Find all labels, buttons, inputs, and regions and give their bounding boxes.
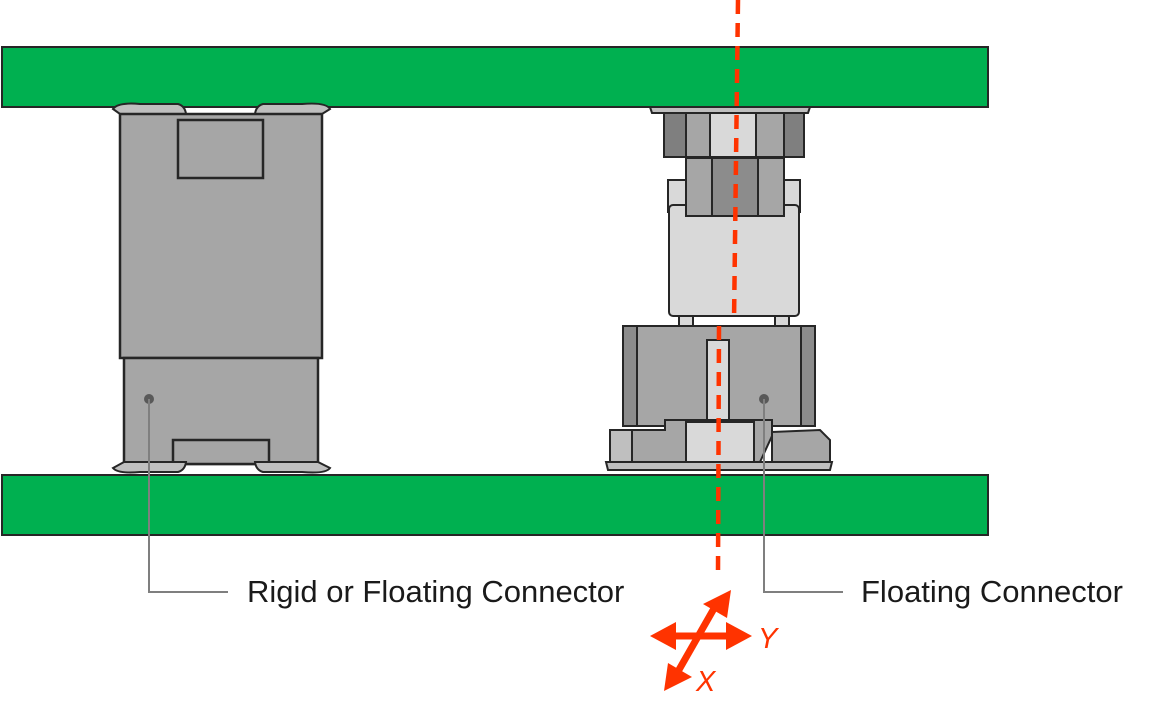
left-connector-leader-line [148,399,228,593]
right-connector-plug-foot-left [678,315,694,327]
top-pcb-board [1,46,989,108]
right-connector-top-header-outer-right [783,112,805,158]
left-connector-bottom-notch [171,438,271,466]
y-arrow-head-right [726,622,752,650]
right-connector-receptacle-left-step [609,429,633,463]
left-connector [111,102,332,474]
left-connector-top-notch [176,118,265,180]
x-axis-arrow-shaft [672,603,720,677]
x-axis-label: X [696,666,716,698]
x-arrow-head-top [703,590,731,618]
y-axis-label: Y [758,623,778,655]
right-connector-receptacle-side-left [622,325,638,427]
right-connector-receptacle-side-right [800,325,816,427]
x-arrow-head-bottom [664,663,692,691]
left-connector-bottom-foot-right [253,461,332,474]
direction-arrows [650,590,752,691]
left-connector-lower-body [122,356,320,466]
right-connector-plug-foot-right [774,315,790,327]
right-connector-leader-line [763,399,843,593]
y-arrow-head-left [650,622,676,650]
bottom-pcb-board [1,474,989,536]
left-connector-top-foot-left [111,102,188,115]
right-connector-receptacle-right-base [771,428,831,463]
right-connector-top-feet [648,106,812,114]
right-connector-label: Floating Connector [861,574,1123,609]
left-connector-top-foot-right [253,102,332,115]
right-connector-top-header-outer-left [663,112,687,158]
left-connector-label: Rigid or Floating Connector [247,574,625,609]
right-connector-top-header-slot [709,112,757,158]
center-axis-dashed-line-upper [731,0,741,323]
right-connector [604,106,834,471]
center-axis-dashed-line-lower [715,325,722,573]
